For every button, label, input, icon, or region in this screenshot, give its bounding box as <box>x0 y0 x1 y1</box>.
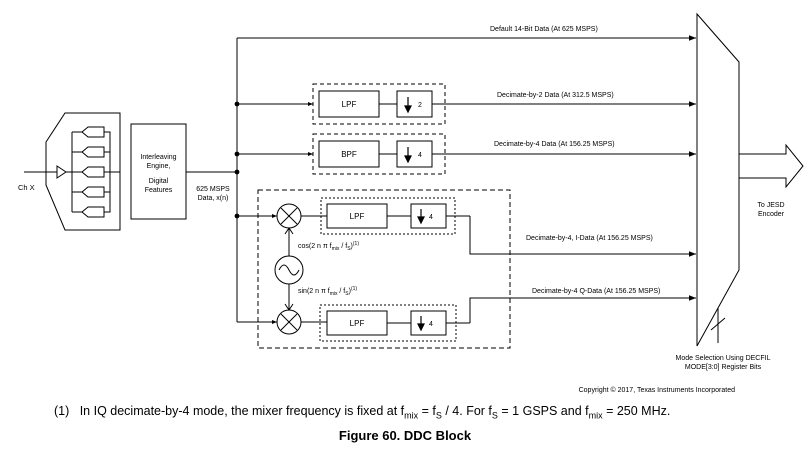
q-data-line <box>469 295 696 323</box>
dec4-dashed-group <box>312 133 446 175</box>
adc-input-block <box>45 112 121 231</box>
q-data-label: Decimate-by-4 Q-Data (At 156.25 MSPS) <box>532 288 660 295</box>
dec2-factor-label: 2 <box>418 102 422 109</box>
sin-mixer-label: sin(2 n π fmix / fS)(1) <box>298 286 357 297</box>
i-data-line <box>469 216 696 257</box>
cos-mixer-label: cos(2 n π fmix / fS)(1) <box>298 241 359 252</box>
iq-mixer-dashed-block <box>257 189 511 349</box>
dec2-lpf-label: LPF <box>342 100 357 109</box>
i-factor-label: 4 <box>429 214 433 221</box>
engine-label-2: Engine, <box>147 163 171 170</box>
input-label: Ch X <box>18 183 35 192</box>
q-down-arrow-icon <box>417 316 425 332</box>
engine-label-4: Features <box>145 187 173 194</box>
default-path-label: Default 14-Bit Data (At 625 MSPS) <box>490 26 598 33</box>
copyright-text: Copyright © 2017, Texas Instruments Inco… <box>579 386 735 394</box>
footnote: (1) In IQ decimate-by-4 mode, the mixer … <box>54 404 671 421</box>
engine-label-3: Digital <box>149 178 169 185</box>
mode-select-label-2: MODE[3:0] Register Bits <box>685 364 762 371</box>
mode-select-label-1: Mode Selection Using DECFIL <box>676 355 771 362</box>
sub-adc-converters <box>72 126 111 218</box>
output-mux <box>696 12 740 347</box>
output-label-2: Encoder <box>758 211 785 218</box>
footnote-number: (1) <box>54 404 70 418</box>
q-lpf-label: LPF <box>350 319 365 328</box>
engine-label-1: Interleaving <box>140 154 176 161</box>
dec2-down-arrow-icon <box>404 97 412 114</box>
output-arrow <box>739 143 804 189</box>
junction-dots <box>234 101 240 219</box>
q-factor-label: 4 <box>429 321 433 328</box>
dec4-bpf-label: BPF <box>341 150 357 159</box>
dec2-decimator-box <box>396 90 433 118</box>
data-rate-label-1: 625 MSPS <box>196 186 230 193</box>
dec2-dashed-group <box>312 83 446 125</box>
data-rate-label-2: Data, x(n) <box>198 195 229 202</box>
dec4-factor-label: 4 <box>418 152 422 159</box>
dec4-path-label: Decimate-by-4 Data (At 156.25 MSPS) <box>494 141 615 148</box>
i-lpf-label: LPF <box>350 212 365 221</box>
mode-select-bus-slash <box>710 317 726 331</box>
i-down-arrow-icon <box>417 209 425 225</box>
figure-title: Figure 60. DDC Block <box>338 428 472 443</box>
i-data-label: Decimate-by-4, I-Data (At 156.25 MSPS) <box>526 235 653 242</box>
dec4-decimator-box <box>396 140 433 168</box>
dec2-path-label: Decimate-by-2 Data (At 312.5 MSPS) <box>497 92 614 99</box>
input-buffer-icon <box>56 165 67 179</box>
interleaving-engine-box <box>130 123 187 220</box>
dec4-down-arrow-icon <box>404 147 412 164</box>
output-label-1: To JESD <box>757 202 784 209</box>
